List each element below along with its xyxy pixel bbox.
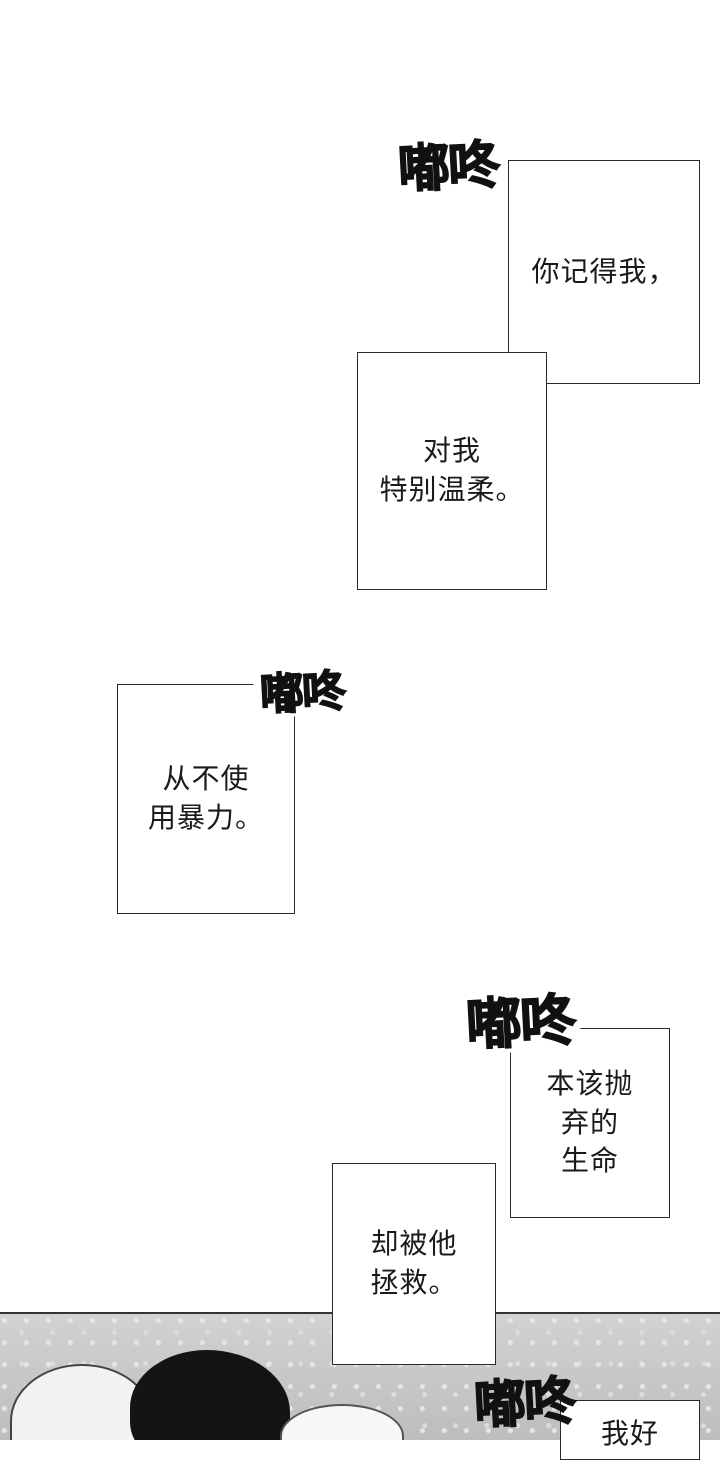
caption-box-3: 从不使 用暴力。 [117,684,295,914]
caption-box-1: 你记得我， [508,160,700,384]
caption-box-2: 对我 特别温柔。 [357,352,547,590]
sound-effect-2: 嘟咚 [252,665,352,722]
character-dark-hair [130,1350,290,1440]
caption-text-3: 从不使 用暴力。 [147,762,264,834]
caption-box-4: 本该抛 弃的 生命 [510,1028,670,1218]
character-shoulder [280,1404,404,1440]
caption-text-4: 本该抛 弃的 生命 [546,1067,634,1178]
caption-box-6: 我好 [560,1400,700,1460]
sound-effect-1: 嘟咚 [390,135,506,201]
caption-box-5: 却被他 拯救。 [332,1163,496,1365]
caption-text-6: 我好 [600,1417,659,1450]
caption-text-5: 却被他 拯救。 [370,1227,458,1299]
caption-text-1: 你记得我， [531,254,677,288]
caption-text-2: 对我 特别温柔。 [379,434,525,506]
sound-effect-3: 嘟咚 [458,987,582,1060]
sound-effect-4: 嘟咚 [472,1371,577,1438]
